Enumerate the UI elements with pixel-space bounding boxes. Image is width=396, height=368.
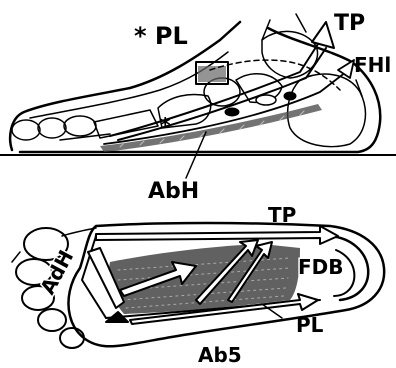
label-abh: AbH	[148, 179, 199, 204]
tunnel-box-shade	[198, 66, 226, 82]
tp-arrow-bottom	[96, 226, 338, 244]
label-pl-top: * PL	[134, 22, 188, 50]
label-pl-bottom: PL	[296, 313, 324, 337]
tendon-knot-3	[225, 108, 239, 116]
label-star: *	[160, 113, 171, 137]
tendon-knot-1	[256, 95, 276, 105]
label-ab5: Ab5	[198, 343, 242, 367]
tp-tendon-top	[110, 44, 318, 136]
foot-plantar-view	[12, 223, 384, 348]
pl-curve	[210, 60, 340, 90]
abh-muscle-band	[100, 104, 322, 152]
foot-side-view	[0, 14, 396, 178]
label-adh: AdH	[35, 246, 78, 298]
label-tp-top: TP	[334, 11, 365, 36]
label-fdb: FDB	[298, 255, 344, 279]
tendon-knot-2	[284, 92, 296, 100]
label-tp-bottom: TP	[268, 203, 296, 227]
label-fhl: FHl	[354, 53, 391, 77]
